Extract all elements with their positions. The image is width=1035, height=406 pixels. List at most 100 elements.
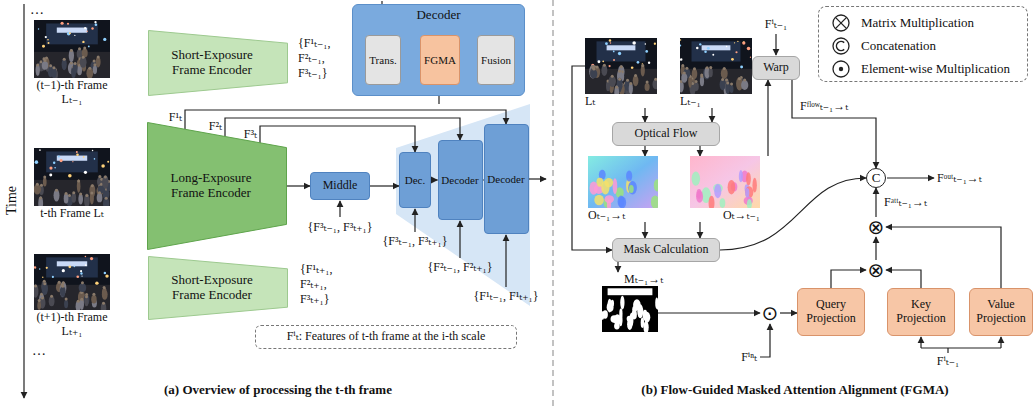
symbol-cross [835, 17, 846, 28]
pedestrian-head [723, 67, 726, 70]
pedestrian [608, 76, 616, 87]
mask-region [656, 301, 658, 309]
street-light [101, 164, 105, 168]
encoder-trapezoid: Short-Exposure Frame Encoder [148, 30, 288, 96]
legend-symbol [831, 59, 851, 79]
pedestrian [42, 283, 48, 296]
image-frame [588, 156, 658, 208]
pedestrian [590, 70, 597, 79]
pedestrian-head [38, 299, 41, 302]
pedestrian-head [52, 66, 55, 69]
building [46, 151, 98, 172]
mask-region [611, 315, 619, 323]
encoder-trapezoid-outline [149, 31, 288, 96]
legend-symbol [831, 36, 851, 56]
street-light [49, 174, 52, 177]
street-light [637, 61, 640, 64]
flow-blob [628, 181, 637, 194]
street-light [696, 47, 698, 49]
pedestrian-head [709, 66, 712, 69]
flow-blob [728, 180, 736, 194]
pedestrian-head [41, 296, 44, 299]
pedestrian-head [683, 71, 686, 74]
pedestrian-head [706, 66, 709, 69]
pedestrian-head [36, 63, 39, 66]
pedestrian-head [43, 282, 46, 285]
street-light [94, 158, 96, 160]
pedestrian-head [615, 86, 618, 89]
mask-region [620, 296, 624, 310]
pedestrian-head [98, 191, 101, 194]
legend-text: Concatenation [861, 37, 936, 55]
input-arrow [459, 221, 460, 258]
connector-arrow [370, 185, 399, 186]
pedestrian-head [700, 75, 703, 78]
pedestrian [700, 74, 704, 86]
pedestrian [721, 68, 728, 79]
operator-symbol: C [866, 168, 886, 188]
street-light [91, 27, 93, 29]
street-light [747, 47, 751, 51]
photo [34, 148, 110, 206]
pedestrian-head [641, 64, 644, 67]
street-light [618, 52, 621, 55]
street-light [734, 42, 735, 43]
connector-arrow [617, 262, 618, 272]
street-light [712, 54, 714, 56]
pedestrian-head [55, 189, 58, 192]
pedestrian-head [85, 295, 88, 298]
street-light [648, 62, 650, 64]
street-light [35, 160, 39, 164]
image-caption: Oₜ₋₁→ₜ [588, 208, 658, 222]
encoder-trapezoid: Short-Exposure Frame Encoder [148, 256, 288, 320]
pedestrian [681, 73, 687, 82]
connector-arrow [886, 227, 1001, 288]
street-light [645, 43, 647, 45]
street-light [48, 42, 50, 44]
image-caption-holder: Lₜ₋₁ [680, 94, 752, 108]
street-light [60, 159, 63, 162]
street-light [737, 41, 738, 42]
street-light [39, 268, 40, 269]
connector-arrow [185, 110, 506, 129]
mask-region [643, 321, 648, 332]
encoder-label: Short-Exposure Frame Encoder [158, 273, 266, 303]
pedestrian [34, 284, 38, 298]
pedestrian-head [63, 58, 66, 61]
pedestrian-head [592, 67, 595, 70]
connector-arrow [875, 188, 876, 217]
pedestrian [77, 49, 83, 58]
flow-blob [651, 195, 658, 208]
street-light [84, 171, 87, 174]
input-arrow [775, 34, 776, 55]
image-caption-holder: Lₜ [585, 94, 657, 108]
pedestrian [682, 73, 687, 83]
box-label: Optical Flow [635, 127, 698, 141]
pedestrian-head [738, 77, 741, 80]
flow-blob [594, 195, 604, 205]
pedestrian [97, 193, 103, 202]
frame-image: (t+1)-th Frame Lₜ₊₁ [30, 254, 114, 338]
legend-symbol [831, 13, 851, 33]
pedestrian [629, 83, 633, 94]
street-light [69, 32, 71, 34]
photo-sky [34, 20, 110, 78]
image-caption-holder: Oₜ→ₜ₋₁ [690, 208, 760, 222]
encoder-label: Short-Exposure Frame Encoder [158, 48, 266, 78]
pedestrian-head [654, 78, 657, 81]
pedestrian [102, 289, 108, 300]
flow-blob [746, 172, 751, 185]
pedestrian [601, 64, 607, 76]
feature-label: Fᵒᵘᵗₜ₋₁→ₜ [937, 171, 982, 185]
street-light [84, 27, 86, 29]
photo [690, 156, 760, 208]
pedestrian-head [103, 286, 106, 289]
axis-label: Time [4, 185, 21, 214]
flow-field [588, 156, 658, 208]
flow-blob [692, 172, 701, 186]
operator-glyph: ⊗ [866, 260, 886, 280]
street-light [680, 44, 681, 46]
pedestrian [38, 196, 43, 206]
process-box: Decoder [438, 140, 483, 220]
street-light [608, 65, 610, 67]
